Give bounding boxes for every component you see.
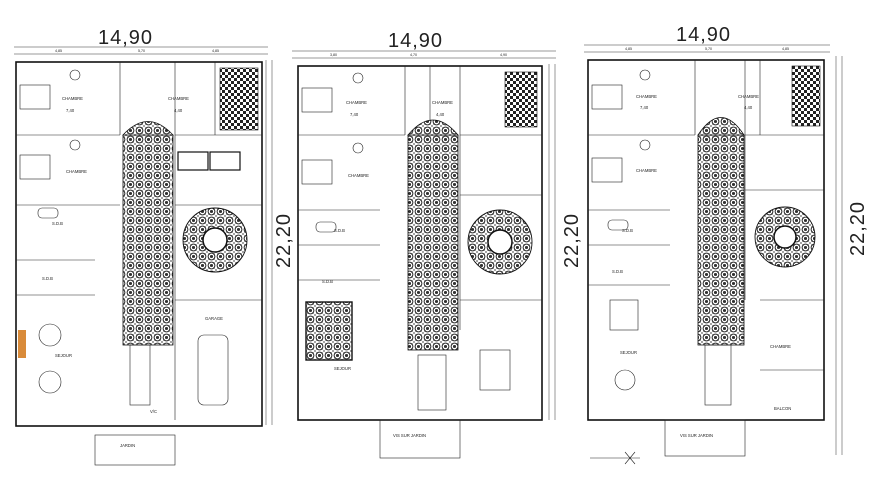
plan-1-car (197, 334, 229, 406)
plan-2-room-chambre-a: CHAMBRE (346, 100, 367, 105)
plan-1-bottom-label: JARDIN (120, 443, 135, 448)
plan-3-interior-walls (588, 60, 824, 371)
plan-1-checkered-floor (219, 67, 259, 131)
plan-2-bed-1 (301, 87, 333, 113)
plan-1-outline (15, 61, 263, 427)
plan-2-dim-2: 4,70 (410, 53, 417, 57)
plan-1-width-label: 14,90 (98, 27, 153, 49)
plan-1-cabinet (177, 151, 209, 171)
plan-3-room-balcon: BALCON (774, 406, 791, 411)
plan-1-room-sdb-a: S.D.B (52, 221, 63, 226)
plan-1-dim-3: 4,85 (212, 49, 219, 53)
plan-3-stairs (704, 344, 732, 406)
plan-2-room-chambre-b: CHAMBRE (432, 100, 453, 105)
plan-3-room-chambre-b-area: 4,40 (744, 105, 753, 110)
plan-3-width-label: 14,90 (676, 24, 731, 46)
plan-1-room-sejour: SEJOUR (55, 353, 72, 358)
plan-3-room-chambre-c: CHAMBRE (636, 168, 657, 173)
plan-2-stairs (417, 354, 447, 411)
plan-3-room-sdb-a: S.D.B (622, 228, 633, 233)
plan-3-lamp-2 (639, 139, 651, 151)
plan-3-room-chambre-a-area: 7,40 (640, 105, 649, 110)
plan-2: 14,90 3,80 4,70 4,90 22,20 CHAMBRE 7,40 … (273, 30, 556, 459)
plan-3: 14,90 4,85 5,70 4,85 22,20 22,20 CHAMBRE… (561, 24, 869, 465)
plan-2-lamp-2 (352, 142, 364, 154)
plan-1-lamp-2 (69, 139, 81, 151)
plan-3-tiled-corridor (697, 134, 745, 346)
plan-1-room-chambre-a: CHAMBRE (62, 96, 83, 101)
plan-2-bottom-label: VIS SUR JARDIN (393, 433, 426, 438)
plan-1-bed-2 (19, 154, 51, 180)
plan-3-north-marker (590, 451, 640, 465)
plan-3-lamp-1 (639, 69, 651, 81)
plan-1-bathtub (37, 207, 59, 219)
plan-3-dim-1: 4,85 (625, 47, 632, 51)
plan-1-room-chambre-a-area: 7,40 (66, 108, 75, 113)
plan-1-stairs (129, 344, 151, 406)
plan-1-room-chambre-c: CHAMBRE (66, 169, 87, 174)
plan-2-room-sejour: SEJOUR (334, 366, 351, 371)
plan-3-plant (614, 369, 636, 391)
plan-2-entrance (379, 419, 461, 459)
plan-3-dim-2: 5,70 (705, 47, 712, 51)
plan-3-bottom-label: VIS SUR JARDIN (680, 433, 713, 438)
plan-2-interior-walls (298, 66, 542, 330)
plan-3-entrance (664, 419, 746, 457)
plan-3-corridor-arch (697, 117, 745, 136)
plan-3-right-height-label: 22,20 (847, 201, 869, 256)
plan-1-dim-2: 5,70 (138, 49, 145, 53)
plan-1-sofa-accent (18, 330, 26, 358)
plan-1-tiled-corridor (122, 134, 174, 346)
plan-1-room-sdb-b: S.D.B (42, 276, 53, 281)
plan-2-room-sdb-a: S.D.B (334, 228, 345, 233)
plan-2-room-chambre-b-area: 4,40 (436, 112, 445, 117)
plan-2-bathtub (315, 221, 337, 233)
plan-2-room-chambre-c: CHAMBRE (348, 173, 369, 178)
plan-1-room-vic: V/C (150, 409, 157, 414)
plan-2-round-table (487, 229, 513, 255)
plan-1-cabinet-2 (209, 151, 241, 171)
plan-3-bed-1 (591, 84, 623, 110)
plan-2-bed-2 (301, 159, 333, 185)
plan-2-room-sdb-b: S.D.B (322, 279, 333, 284)
plan-1-entrance (94, 434, 176, 466)
plan-2-room-chambre-a-area: 7,40 (350, 112, 359, 117)
plan-2-rug-rect (305, 301, 353, 361)
plan-3-bed-2 (591, 157, 623, 183)
plan-3-dining-table (609, 299, 639, 331)
plan-3-room-chambre-b: CHAMBRE (738, 94, 759, 99)
plan-2-dim-3: 4,90 (500, 53, 507, 57)
plan-3-room-chambre-a: CHAMBRE (636, 94, 657, 99)
plan-1-room-garage: GARAGE (205, 316, 223, 321)
plan-1-corridor-arch (122, 121, 174, 136)
plan-3-height-label: 22,20 (561, 213, 583, 268)
plan-2-height-label: 22,20 (273, 213, 295, 268)
plan-1-room-chambre-b-area: 4,40 (174, 108, 183, 113)
plan-3-room-sejour: SEJOUR (620, 350, 637, 355)
plan-1-dim-1: 4,85 (55, 49, 62, 53)
plan-3-room-chambre-d: CHAMBRE (770, 344, 791, 349)
plan-2-checkered-floor (504, 71, 538, 128)
plan-1-interior-walls (16, 62, 262, 420)
plan-3-room-sdb-b: S.D.B (612, 269, 623, 274)
plan-1-lamp-1 (69, 69, 81, 81)
plan-2-dining-table (479, 349, 511, 391)
plan-2-tiled-corridor (407, 134, 459, 351)
plan-2-dim-1: 3,80 (330, 53, 337, 57)
plan-2-corridor-arch (407, 119, 459, 136)
plan-1-room-chambre-b: CHAMBRE (168, 96, 189, 101)
plan-1-plant-1 (38, 323, 62, 347)
plan-3-dim-3: 4,85 (782, 47, 789, 51)
plan-1: 14,90 4,85 5,70 4,85 CHAMBRE 7,40 CHAMBR… (14, 27, 273, 466)
plan-3-checkered-floor (791, 65, 821, 127)
plan-2-width-label: 14,90 (388, 30, 443, 52)
plan-3-round-table (773, 225, 797, 249)
plan-1-round-table (202, 227, 228, 253)
plan-3-bathtub (607, 219, 629, 231)
plan-1-plant-2 (38, 370, 62, 394)
plan-2-lamp-1 (352, 72, 364, 84)
plan-1-bed-1 (19, 84, 51, 110)
